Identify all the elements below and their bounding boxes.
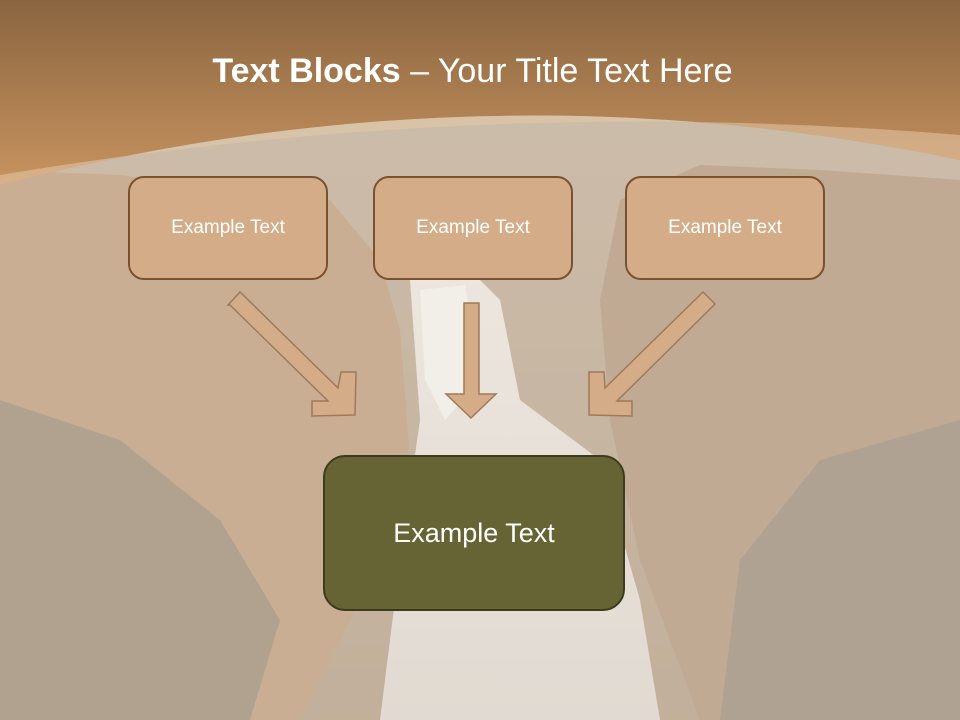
text-box-3-label: Example Text [668,217,782,238]
title-bold-part: Text Blocks [212,52,401,90]
arrow-center-down [444,302,498,420]
title-dash: – [400,52,438,90]
text-box-2[interactable]: Example Text [373,176,573,280]
text-box-1-label: Example Text [171,217,285,238]
slide-title: Text Blocks – Your Title Text Here [0,52,945,91]
text-box-2-label: Example Text [416,217,530,238]
arrow-right-diagonal [588,290,717,417]
main-text-box-label: Example Text [393,517,555,548]
arrow-left-diagonal [226,290,357,417]
text-box-3[interactable]: Example Text [625,176,825,280]
text-box-1[interactable]: Example Text [128,176,328,280]
header-band [0,0,960,185]
main-text-box[interactable]: Example Text [323,455,625,611]
title-rest-part: Your Title Text Here [437,52,733,90]
